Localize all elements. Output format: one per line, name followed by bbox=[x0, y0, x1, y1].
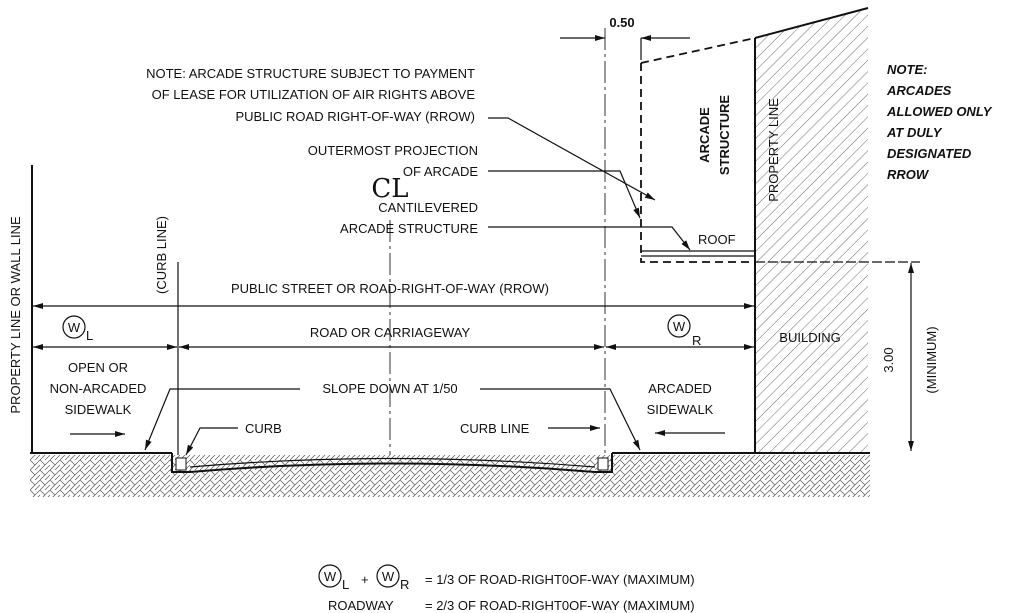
lease-note: NOTE: ARCADE STRUCTURE SUBJECT TO PAYMEN… bbox=[146, 66, 475, 124]
svg-text:W: W bbox=[673, 319, 686, 334]
clearance-note: (MINIMUM) bbox=[924, 326, 939, 393]
ground bbox=[30, 452, 870, 497]
curb-line-label: CURB LINE bbox=[460, 421, 530, 436]
arcades-note: NOTE: ARCADES ALLOWED ONLY AT DULY DESIG… bbox=[886, 62, 993, 182]
svg-text:L: L bbox=[86, 328, 93, 343]
svg-text:OPEN OR: OPEN OR bbox=[68, 360, 128, 375]
svg-text:NOTE:: NOTE: bbox=[887, 62, 927, 77]
arcade-structure bbox=[640, 37, 756, 263]
svg-text:PUBLIC ROAD RIGHT-OF-WAY (RROW: PUBLIC ROAD RIGHT-OF-WAY (RROW) bbox=[235, 109, 475, 124]
svg-text:ALLOWED ONLY: ALLOWED ONLY bbox=[886, 104, 993, 119]
carriageway-label: ROAD OR CARRIAGEWAY bbox=[310, 325, 471, 340]
svg-text:SIDEWALK: SIDEWALK bbox=[65, 402, 132, 417]
lease-note-leader bbox=[488, 117, 656, 201]
svg-text:R: R bbox=[692, 333, 701, 348]
svg-text:+: + bbox=[361, 572, 369, 587]
open-sidewalk-label: OPEN OR NON-ARCADED SIDEWALK bbox=[50, 360, 147, 417]
building bbox=[754, 7, 869, 452]
wl-symbol: W L bbox=[62, 315, 93, 343]
outermost-projection-label: OUTERMOST PROJECTION OF ARCADE bbox=[308, 143, 479, 179]
svg-text:W: W bbox=[382, 569, 395, 584]
svg-text:W: W bbox=[68, 320, 81, 335]
slope-leader-left bbox=[144, 388, 300, 451]
curb-line-vertical-label: (CURB LINE) bbox=[154, 216, 169, 294]
svg-text:ROADWAY: ROADWAY bbox=[328, 598, 394, 613]
curb-label: CURB bbox=[245, 421, 282, 436]
projection-dimension: 0.50 bbox=[609, 15, 634, 30]
arcade-structure-label-2: STRUCTURE bbox=[717, 95, 732, 175]
svg-text:RROW: RROW bbox=[887, 167, 930, 182]
property-line-label: PROPERTY LINE bbox=[766, 98, 781, 202]
centerline-symbol: CL bbox=[371, 174, 408, 204]
svg-text:= 2/3 OF ROAD-RIGHT0OF-WAY (M: = 2/3 OF ROAD-RIGHT0OF-WAY (MAXIMUM) bbox=[425, 598, 695, 613]
slope-label: SLOPE DOWN AT 1/50 bbox=[322, 381, 457, 396]
property-wall-line-label: PROPERTY LINE OR WALL LINE bbox=[8, 216, 23, 414]
rrow-label: PUBLIC STREET OR ROAD-RIGHT-OF-WAY (RROW… bbox=[231, 281, 549, 296]
arcade-structure-label-1: ARCADE bbox=[697, 107, 712, 163]
svg-text:R: R bbox=[400, 577, 409, 592]
svg-text:W: W bbox=[324, 569, 337, 584]
formula-sidewalks: W L + W R = 1/3 OF ROAD-RIGHT0OF-WAY (MA… bbox=[318, 564, 695, 592]
cantilevered-label: CANTILEVERED ARCADE STRUCTURE bbox=[340, 200, 478, 236]
svg-text:= 1/3 OF ROAD-RIGHT0OF-WAY (M: = 1/3 OF ROAD-RIGHT0OF-WAY (MAXIMUM) bbox=[425, 572, 695, 587]
svg-text:CANTILEVERED: CANTILEVERED bbox=[378, 200, 478, 215]
svg-text:OF LEASE FOR UTILIZATION OF AI: OF LEASE FOR UTILIZATION OF AIR RIGHTS A… bbox=[152, 87, 476, 102]
slope-leader-right bbox=[480, 388, 641, 451]
svg-text:NOTE: ARCADE STRUCTURE SUBJE: NOTE: ARCADE STRUCTURE SUBJECT TO PAYMEN… bbox=[146, 66, 475, 81]
building-label: BUILDING bbox=[779, 330, 840, 345]
svg-text:NON-ARCADED: NON-ARCADED bbox=[50, 381, 147, 396]
clearance-dimension: 3.00 bbox=[881, 347, 896, 372]
outermost-projection-leader bbox=[488, 170, 641, 219]
svg-text:ARCADES: ARCADES bbox=[886, 83, 952, 98]
roof-label: ROOF bbox=[698, 232, 736, 247]
svg-text:ARCADED: ARCADED bbox=[648, 381, 712, 396]
svg-text:ARCADE STRUCTURE: ARCADE STRUCTURE bbox=[340, 221, 478, 236]
svg-text:SIDEWALK: SIDEWALK bbox=[647, 402, 714, 417]
cantilevered-leader bbox=[488, 226, 691, 251]
svg-text:AT DULY: AT DULY bbox=[886, 125, 943, 140]
wr-symbol: W R bbox=[667, 314, 701, 348]
formula-roadway: ROADWAY = 2/3 OF ROAD-RIGHT0OF-WAY (MAXI… bbox=[328, 598, 695, 613]
svg-text:OF ARCADE: OF ARCADE bbox=[403, 164, 478, 179]
svg-text:OUTERMOST PROJECTION: OUTERMOST PROJECTION bbox=[308, 143, 478, 158]
svg-text:L: L bbox=[342, 577, 349, 592]
curb-leader bbox=[185, 427, 238, 456]
svg-text:DESIGNATED: DESIGNATED bbox=[887, 146, 972, 161]
arcaded-sidewalk-label: ARCADED SIDEWALK bbox=[647, 381, 714, 417]
